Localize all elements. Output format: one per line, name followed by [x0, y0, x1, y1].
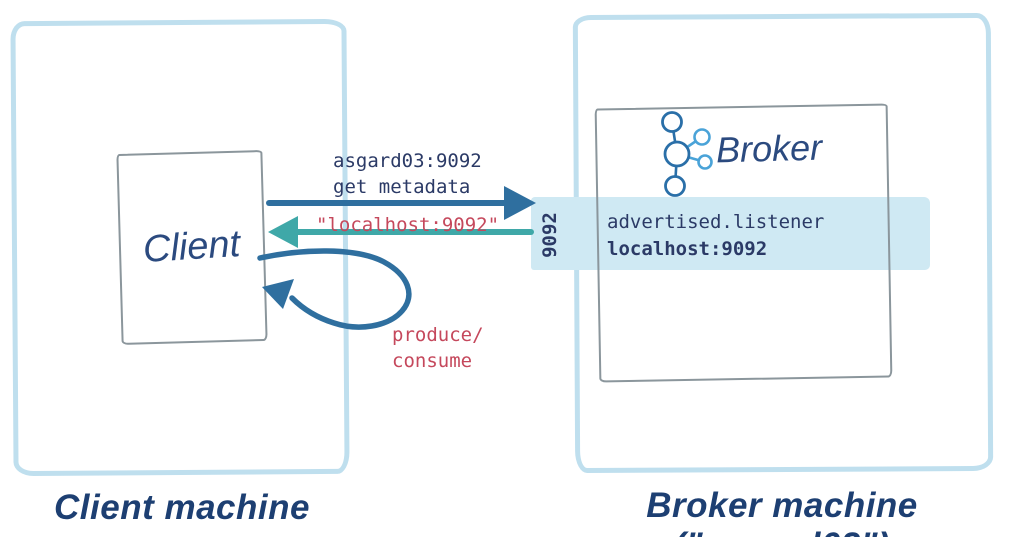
loop-arrowhead-icon — [262, 279, 294, 309]
produce-label: produce/ — [392, 324, 484, 346]
request-arrow-shaft — [266, 200, 508, 206]
port-9092-label: 9092 — [539, 212, 561, 258]
client-node-box: Client — [116, 149, 268, 346]
advertised-listener-highlight — [531, 197, 930, 270]
produce-consume-loop-arrow — [257, 248, 412, 330]
response-arrow-label: "localhost:9092" — [316, 214, 500, 236]
produce-consume-label: produce/ consume — [392, 322, 484, 374]
response-arrow-shaft — [294, 229, 534, 235]
response-arrowhead-icon — [268, 216, 298, 248]
listener-config-value: localhost:9092 — [607, 238, 768, 260]
broker-network-icon — [661, 111, 713, 197]
request-target: asgard03:9092 — [333, 150, 482, 172]
client-node-label: Client — [142, 222, 242, 272]
request-arrow — [266, 186, 536, 220]
request-arrow-label: asgard03:9092 get metadata — [333, 148, 482, 200]
broker-node-label: Broker — [715, 126, 823, 171]
consume-label: consume — [392, 350, 473, 372]
broker-machine-caption: Broker machine ("asgard03") — [646, 486, 918, 537]
listener-config: advertised.listener localhost:9092 — [607, 209, 824, 263]
client-machine-caption: Client machine — [54, 488, 310, 527]
listener-config-key: advertised.listener — [607, 211, 825, 233]
request-action: get metadata — [333, 176, 471, 198]
request-arrowhead-icon — [504, 186, 536, 220]
response-arrow — [268, 216, 534, 248]
